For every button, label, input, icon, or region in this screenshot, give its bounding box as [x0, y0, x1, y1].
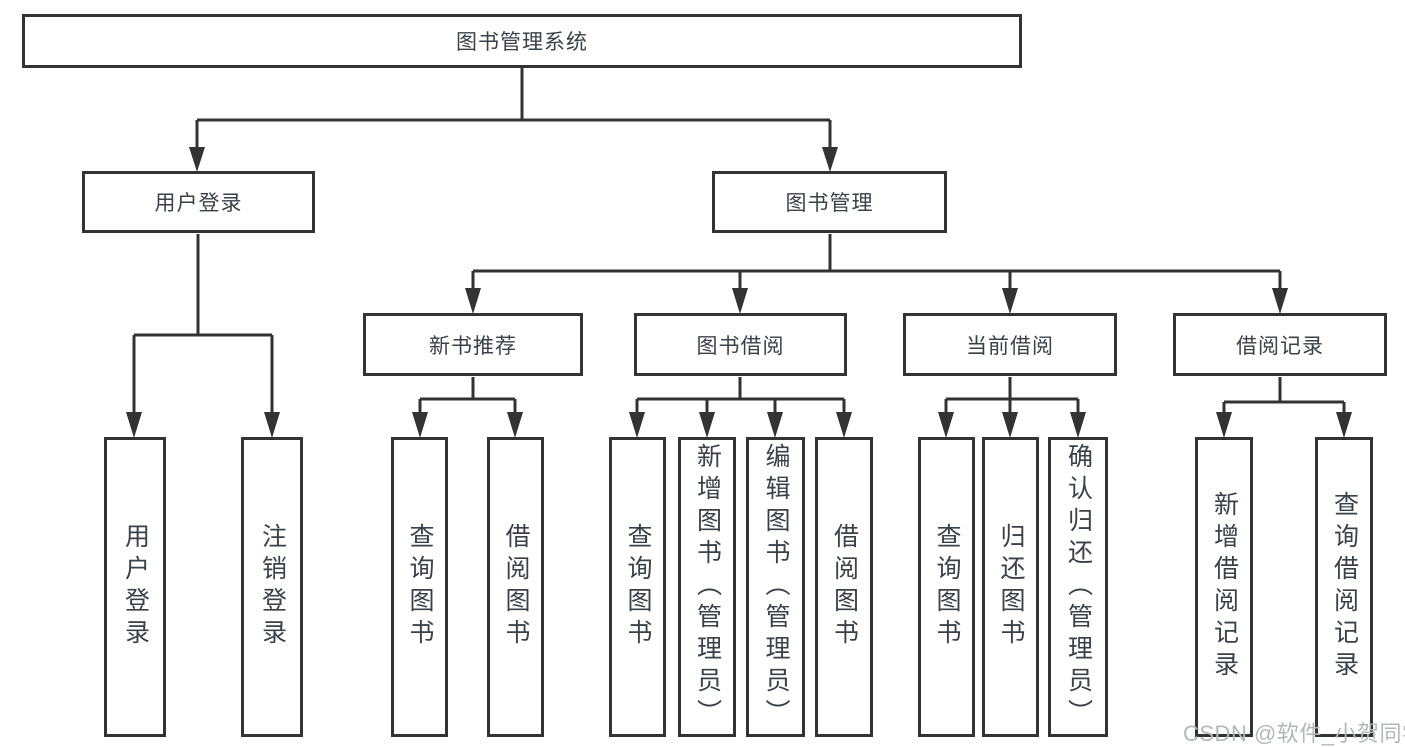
- node-current-borrow: 当前借阅: [903, 313, 1117, 376]
- leaf-borrow-books-1-label: 借阅图书: [502, 523, 530, 651]
- connector-borrow-records-children: [1216, 377, 1352, 438]
- leaf-borrow-books-2: 借阅图书: [815, 437, 873, 737]
- leaf-borrow-books-2-label: 借阅图书: [830, 523, 859, 651]
- csdn-watermark: CSDN @软件_小贺同学: [1183, 721, 1405, 746]
- leaf-user-login-label: 用户登录: [121, 523, 150, 651]
- leaf-add-book-admin-label: 新增图书（管理员）: [693, 443, 722, 731]
- node-new-book-recommend-label: 新书推荐: [429, 334, 517, 358]
- leaf-user-login: 用户登录: [104, 437, 166, 737]
- node-user-login: 用户登录: [82, 171, 315, 233]
- leaf-add-borrow-record: 新增借阅记录: [1195, 437, 1253, 737]
- leaf-query-books-3-label: 查询图书: [933, 523, 961, 651]
- leaf-query-books-3: 查询图书: [918, 437, 975, 737]
- leaf-logout: 注销登录: [241, 437, 303, 737]
- leaf-logout-label: 注销登录: [258, 523, 287, 651]
- connector-book-borrow-children: [629, 377, 852, 438]
- leaf-query-borrow-record-label: 查询借阅记录: [1330, 491, 1359, 683]
- node-current-borrow-label: 当前借阅: [966, 334, 1054, 358]
- node-borrow-records: 借阅记录: [1173, 313, 1387, 376]
- node-borrow-records-label: 借阅记录: [1236, 334, 1324, 358]
- leaf-query-books-1: 查询图书: [391, 437, 448, 737]
- node-book-borrow: 图书借阅: [634, 313, 847, 376]
- leaf-edit-book-admin: 编辑图书（管理员）: [746, 437, 805, 737]
- leaf-return-book: 归还图书: [982, 437, 1039, 737]
- leaf-confirm-return-admin: 确认归还（管理员）: [1048, 437, 1108, 737]
- leaf-query-books-2-label: 查询图书: [624, 523, 652, 651]
- node-library-system: 图书管理系统: [22, 14, 1022, 68]
- leaf-query-books-1-label: 查询图书: [406, 523, 434, 651]
- leaf-borrow-books-1: 借阅图书: [487, 437, 544, 737]
- connector-book-mgmt-children: [465, 234, 1288, 314]
- node-book-management: 图书管理: [712, 171, 947, 233]
- node-book-management-label: 图书管理: [785, 192, 874, 215]
- leaf-query-borrow-record: 查询借阅记录: [1315, 437, 1373, 737]
- leaf-edit-book-admin-label: 编辑图书（管理员）: [762, 443, 790, 731]
- node-library-system-label: 图书管理系统: [456, 31, 588, 54]
- connector-current-borrow-children: [938, 377, 1086, 438]
- connector-user-login-children: [126, 234, 280, 438]
- leaf-query-books-2: 查询图书: [609, 437, 666, 737]
- leaf-add-borrow-record-label: 新增借阅记录: [1210, 491, 1239, 683]
- leaf-confirm-return-admin-label: 确认归还（管理员）: [1064, 443, 1093, 731]
- connector-new-book-children: [412, 377, 523, 438]
- node-new-book-recommend: 新书推荐: [363, 313, 583, 376]
- connector-root-to-level2: [189, 68, 838, 172]
- leaf-return-book-label: 归还图书: [997, 523, 1025, 651]
- node-book-borrow-label: 图书借阅: [696, 334, 785, 358]
- leaf-add-book-admin: 新增图书（管理员）: [678, 437, 736, 737]
- node-user-login-label: 用户登录: [154, 192, 243, 215]
